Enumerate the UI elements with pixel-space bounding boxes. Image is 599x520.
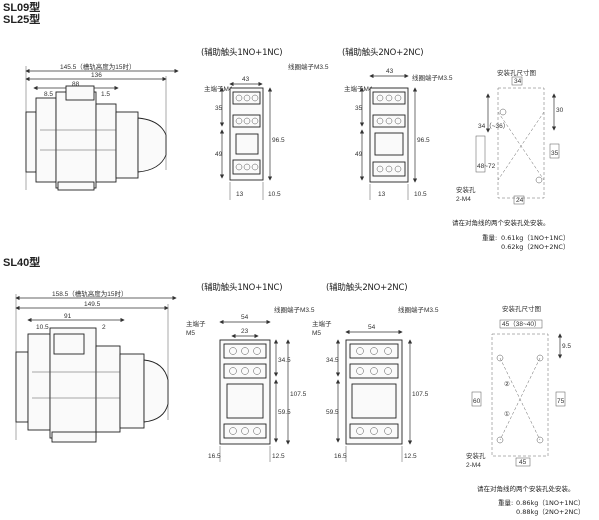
bottom-f2-w12: 12.5	[404, 453, 417, 460]
bottom-side-w2: 2	[102, 324, 106, 331]
top-mount-w34: 34	[514, 78, 522, 85]
bottom-f2-h59: 59.5	[326, 409, 339, 416]
bottom-mount-c2: ②	[504, 380, 510, 388]
top-f1-coil: 线圈端子M3.5	[288, 62, 329, 71]
top-mount-h4872: 48~72	[477, 163, 496, 170]
top-f1-h35: 35	[215, 105, 223, 112]
bottom-f1-w54: 54	[241, 314, 249, 321]
bottom-weight-label: 重量:	[498, 499, 514, 507]
bottom-mount-m4: 2-M4	[466, 462, 481, 469]
caption-top-1no1nc: (辅助触头1NO+1NC)	[201, 48, 283, 58]
top-f1-w13: 13	[236, 191, 244, 198]
bottom-weight-2: 0.88kg（2NO+2NC）	[516, 508, 585, 516]
bottom-f1-main1: 主端子	[186, 319, 206, 328]
top-mount-w24: 24	[516, 197, 524, 204]
top-mount-m4: 2-M4	[456, 196, 471, 203]
bottom-mount-h9: 9.5	[562, 343, 571, 350]
bottom-side-w10-5: 10.5	[36, 324, 49, 331]
caption-bottom-1no1nc: (辅助触头1NO+1NC)	[201, 283, 283, 293]
top-f1-w10: 10.5	[268, 191, 281, 198]
top-f2-w10: 10.5	[414, 191, 427, 198]
top-side-rail-height: 145.5（槽轨高度为15时）	[60, 62, 136, 71]
top-f1-w43: 43	[242, 76, 250, 83]
bottom-mount-hole: 安装孔	[466, 451, 486, 460]
bottom-f1-w16: 16.5	[208, 453, 221, 460]
bottom-f2-main2: M5	[312, 330, 321, 337]
top-f2-h49: 49	[355, 151, 363, 158]
bottom-f1-coil: 线圈端子M3.5	[274, 305, 315, 314]
bottom-mount-c1: ①	[504, 410, 510, 418]
heading-sl25: SL25型	[3, 14, 41, 26]
top-f2-h96: 96.5	[417, 137, 430, 144]
bottom-f1-main2: M5	[186, 330, 195, 337]
top-weight-1: 0.61kg（1NO+1NC）	[501, 234, 570, 242]
top-side-w1-5: 1.5	[101, 91, 110, 98]
top-mount-h34: 34（~36）	[478, 122, 509, 130]
top-mount-hole: 安装孔	[456, 185, 476, 194]
top-mount-note: 请在对角线的两个安装孔处安装。	[452, 219, 550, 227]
bottom-f2-coil: 线圈端子M3.5	[398, 305, 439, 314]
bottom-f1-w12: 12.5	[272, 453, 285, 460]
bottom-f1-h34: 34.5	[278, 357, 291, 364]
bottom-front-view-2no2nc: 54 线圈端子M3.5 主端子 M5 34.5 59.5 107.5 16.5 …	[312, 305, 439, 462]
top-f2-w13: 13	[378, 191, 386, 198]
bottom-mount-note: 请在对角线的两个安装孔处安装。	[477, 485, 575, 493]
top-f1-h96: 96.5	[272, 137, 285, 144]
top-front-view-1no1nc: 43 线圈端子M3.5 主端子M4 35 49 96.5 13 10.5	[204, 62, 329, 200]
bottom-mount-w45b: 45	[519, 459, 527, 466]
top-side-view: 145.5（槽轨高度为15时） 136 88 8.5 1.5	[25, 62, 179, 191]
bottom-mount-diagram: 安装孔尺寸图 45（38~40） ② ① 9.5 60 75 安装孔 2-M4 …	[466, 304, 571, 469]
bottom-f1-h107: 107.5	[290, 391, 307, 398]
top-f1-main: 主端子M4	[204, 84, 233, 93]
top-mount-diagram: 安装孔尺寸图 34 34（~36） 30 48~72 35 安装孔 2-M4 2…	[456, 68, 564, 205]
bottom-mount-h75: 75	[557, 398, 565, 405]
top-f1-h49: 49	[215, 151, 223, 158]
bottom-front-view-1no1nc: 54 23 线圈端子M3.5 主端子 M5 34.5 59.5 107.5 16…	[186, 305, 315, 462]
top-f2-w43: 43	[386, 68, 394, 75]
top-side-w8-5: 8.5	[44, 91, 53, 98]
top-front-view-2no2nc: 43 线圈端子M3.5 主端子M4 35 49 96.5 13 10.5	[344, 68, 453, 200]
bottom-mount-w45: 45（38~40）	[502, 320, 541, 328]
top-mount-title: 安装孔尺寸图	[497, 68, 536, 77]
top-side-width: 136	[91, 72, 102, 79]
bottom-mount-h60: 60	[473, 398, 481, 405]
bottom-f2-main1: 主端子	[312, 319, 332, 328]
bottom-f2-h34: 34.5	[326, 357, 339, 364]
top-f2-coil: 线圈端子M3.5	[412, 73, 453, 82]
bottom-side-width: 149.5	[84, 301, 101, 308]
top-f2-h35: 35	[355, 105, 363, 112]
bottom-side-w91: 91	[64, 313, 72, 320]
bottom-weight-1: 0.86kg（1NO+1NC）	[516, 499, 585, 507]
heading-sl40: SL40型	[3, 257, 41, 269]
top-mount-h35: 35	[551, 150, 559, 157]
bottom-side-rail-height: 158.5（槽轨高度为15时）	[52, 289, 128, 298]
bottom-side-view: 158.5（槽轨高度为15时） 149.5 91 10.5 2	[15, 289, 177, 443]
top-weight-label: 重量:	[482, 234, 498, 242]
heading-sl09: SL09型	[3, 2, 41, 14]
top-side-w88: 88	[72, 81, 80, 88]
bottom-f2-h107: 107.5	[412, 391, 429, 398]
bottom-f2-w16: 16.5	[334, 453, 347, 460]
caption-bottom-2no2nc: (辅助触头2NO+2NC)	[326, 283, 408, 293]
bottom-f1-w23: 23	[241, 328, 249, 335]
bottom-f2-w54: 54	[368, 324, 376, 331]
top-mount-h30: 30	[556, 107, 564, 114]
top-f2-main: 主端子M4	[344, 84, 373, 93]
caption-top-2no2nc: (辅助触头2NO+2NC)	[342, 48, 424, 58]
bottom-f1-h59: 59.5	[278, 409, 291, 416]
top-weight-2: 0.62kg（2NO+2NC）	[501, 243, 570, 251]
bottom-mount-title: 安装孔尺寸图	[502, 304, 541, 313]
